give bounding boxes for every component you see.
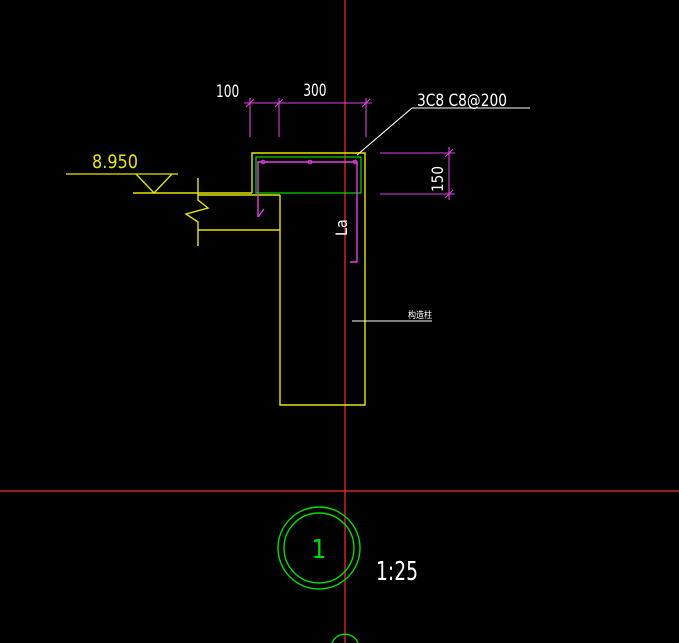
- top-tick-1: [245, 98, 255, 108]
- rebar-bar-3: [352, 159, 358, 165]
- elevation-triangle: [135, 173, 173, 194]
- rebar-leader-line: [356, 107, 530, 156]
- elevation-label: 8.950: [92, 151, 138, 173]
- scale-label: 1:25: [376, 557, 418, 587]
- rebar-callout-label: 3C8 C8@200: [417, 91, 507, 111]
- detail-number: 1: [312, 535, 327, 565]
- dimension-150-label: 150: [428, 166, 447, 192]
- elevation-mark: [66, 173, 178, 194]
- rebar-bar-1: [260, 159, 266, 165]
- small-label: 构造柱: [408, 309, 432, 321]
- top-tick-2: [274, 98, 284, 108]
- dimension-100-label: 100: [216, 82, 239, 102]
- anchorage-label: La: [332, 219, 351, 236]
- rebar-left-hook: [257, 161, 300, 217]
- detail-marker: [277, 506, 361, 590]
- concrete-outline: [133, 152, 366, 406]
- top-dimension: [244, 98, 372, 137]
- rebar-leader: [356, 107, 530, 156]
- rebar-lines: [257, 159, 358, 263]
- detail-circle-outer: [277, 506, 361, 590]
- rebar-left-tail: [257, 208, 265, 218]
- column-outline: [279, 195, 366, 406]
- top-tick-3: [361, 98, 371, 108]
- stirrup-outline: [255, 156, 362, 194]
- rebar-right-anchorage: [300, 161, 358, 263]
- next-detail-arc: [331, 633, 359, 643]
- right-tick-2: [444, 189, 454, 199]
- rebar-bar-2: [307, 159, 313, 165]
- detail-circle-inner: [283, 512, 355, 584]
- right-dimension: [380, 147, 455, 200]
- right-tick-1: [444, 148, 454, 158]
- dimension-300-label: 300: [303, 81, 326, 101]
- upturn-outline: [251, 152, 366, 195]
- break-line: [184, 178, 210, 246]
